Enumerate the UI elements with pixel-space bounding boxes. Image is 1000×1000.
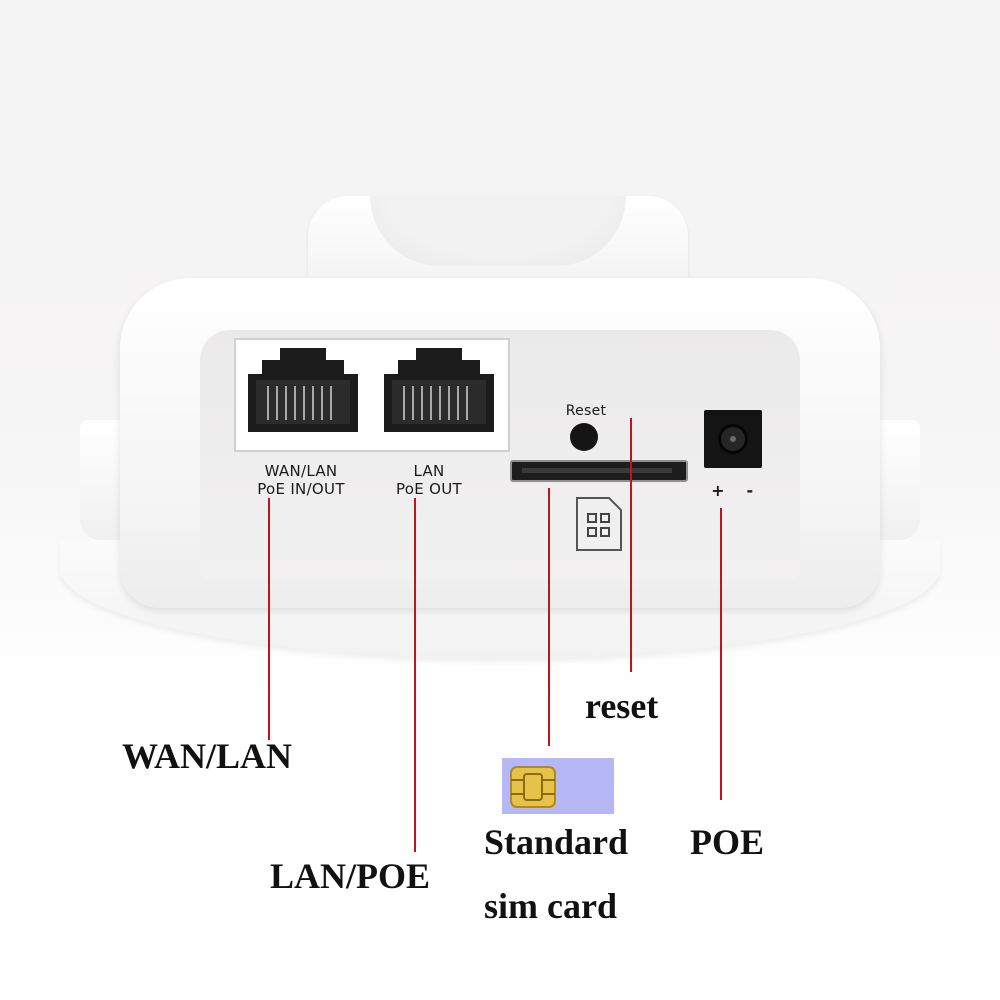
lan-poe-callout-label: LAN/POE (270, 856, 431, 896)
sim-callout-line (548, 488, 550, 746)
wan-callout-line (268, 498, 270, 740)
wan-port-caption-line2: PoE IN/OUT (257, 480, 345, 498)
wan-lan-callout-label: WAN/LAN (122, 736, 293, 776)
sim-tray-icon (575, 496, 623, 552)
mount-clip-notch (370, 196, 626, 266)
sim-callout-label-line2: sim card (484, 886, 617, 926)
reset-callout-label: reset (585, 686, 659, 726)
lan-poe-port-icon (382, 346, 496, 436)
poe-callout-label: POE (690, 822, 765, 862)
sim-card-slot (510, 460, 688, 482)
wan-port-caption-line1: WAN/LAN (264, 462, 338, 480)
lan-port-caption-line2: PoE OUT (396, 480, 462, 498)
dc-power-jack-icon (704, 410, 762, 468)
reset-callout-line (630, 418, 632, 672)
reset-caption: Reset (565, 403, 607, 419)
reset-button (570, 423, 598, 451)
lan-port-caption: LAN PoE OUT (366, 462, 492, 498)
poe-callout-line (720, 508, 722, 800)
wan-lan-port-icon (246, 346, 360, 436)
lan-callout-line (414, 498, 416, 852)
sim-callout-label-line1: Standard (484, 822, 629, 862)
positive-polarity-label: + (711, 481, 725, 500)
sim-card-icon (502, 758, 614, 814)
lan-port-caption-line1: LAN (413, 462, 445, 480)
negative-polarity-label: - (746, 481, 754, 500)
wan-port-caption: WAN/LAN PoE IN/OUT (238, 462, 364, 498)
